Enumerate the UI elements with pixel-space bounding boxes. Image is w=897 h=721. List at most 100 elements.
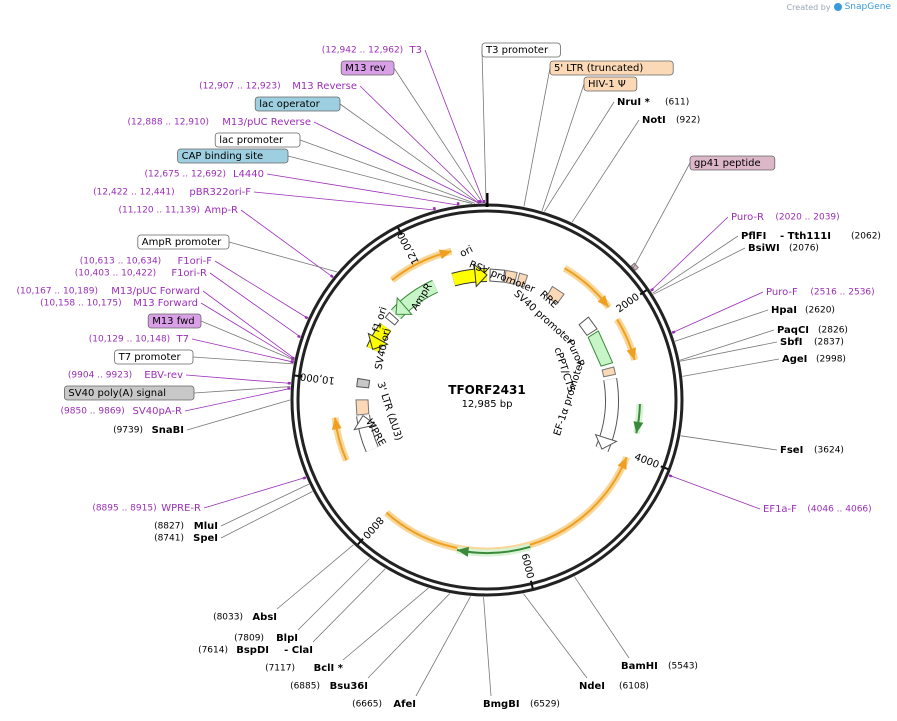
feature-tag <box>114 349 194 365</box>
primer-site-mark <box>329 274 334 279</box>
leader-line <box>680 435 778 451</box>
site-coordinates: (8827) <box>154 522 184 532</box>
leader-line <box>541 83 585 211</box>
primer-label: L4440 <box>233 169 264 180</box>
site-coordinates: (10,167 .. 10,189) <box>17 287 98 297</box>
snapgene-logo-icon <box>833 3 842 11</box>
primer-label: M13/pUC Reverse <box>222 117 311 128</box>
feature-tag <box>137 234 230 250</box>
leader-line <box>367 593 451 679</box>
tick-mark <box>529 580 534 589</box>
leader-line <box>312 568 386 643</box>
feature-1-head <box>395 296 413 315</box>
orf-3 <box>385 456 628 552</box>
primer-site-mark <box>304 315 309 320</box>
site-coordinates: (3624) <box>814 446 844 456</box>
leader-line <box>297 558 371 631</box>
leader-line <box>653 247 746 295</box>
site-coordinates: (9904 .. 9923) <box>68 371 132 381</box>
orf-2-head <box>626 347 636 361</box>
enzyme-site-label: PaqCI <box>777 325 809 336</box>
leader-line <box>313 121 479 204</box>
credit-text: Created by <box>786 2 831 12</box>
tick-label: 12,000 <box>396 230 422 266</box>
leader-line <box>192 356 294 365</box>
feature-tag-label: M13 fwd <box>152 316 194 327</box>
site-coordinates: (2826) <box>818 326 848 336</box>
site-coordinates: (10,158 .. 10,175) <box>40 299 121 309</box>
primer-label: T7 <box>176 334 189 345</box>
site-coordinates: (7809) <box>234 634 264 644</box>
site-coordinates: (2620) <box>805 306 835 316</box>
primer-site-mark <box>668 474 673 478</box>
primer-label: WPRE-R <box>161 503 201 514</box>
feature-7 <box>489 268 506 283</box>
primer-site-mark <box>671 330 676 334</box>
tick-label: 2000 <box>615 292 642 316</box>
site-coordinates: (2998) <box>816 355 846 365</box>
feature-15-head <box>594 433 618 450</box>
leader-line <box>191 338 294 363</box>
enzyme-site-label: SnaBI <box>152 425 184 436</box>
feature-12 <box>578 316 598 337</box>
leader-line <box>203 476 306 509</box>
site-coordinates: (12,888 .. 12,910) <box>128 118 209 128</box>
feature-tag-label: SV40 poly(A) signal <box>68 388 166 399</box>
site-coordinates: (6529) <box>530 700 560 710</box>
leader-line <box>523 67 551 207</box>
leader-line <box>571 119 640 223</box>
feature-tag <box>340 60 395 76</box>
feature-13 <box>587 330 614 367</box>
map-center: TFORF2431 12,985 bp <box>448 383 525 410</box>
feature-tag <box>254 96 341 112</box>
feature-tag <box>214 132 301 148</box>
enzyme-site-label: NotI <box>642 115 666 126</box>
primer-label: T3 <box>409 45 422 56</box>
leader-line <box>574 576 630 659</box>
primer-label: F1ori-R <box>171 268 207 279</box>
feature-tag <box>147 313 202 329</box>
leader-line <box>650 216 729 291</box>
primer-site-mark <box>290 360 294 364</box>
credit-line: Created by SnapGene <box>787 2 891 12</box>
feature-0-head <box>473 263 488 288</box>
leader-line <box>266 173 459 206</box>
feature-6-head <box>353 414 377 431</box>
leader-line <box>202 290 295 359</box>
primer-label: Amp-R <box>205 205 239 216</box>
site-coordinates: (7614) <box>198 646 228 656</box>
leader-line <box>682 358 780 377</box>
primer-label: EF1a-F <box>763 504 797 515</box>
leader-line <box>674 309 769 342</box>
credit-brand: SnapGene <box>844 2 891 12</box>
site-coordinates: (11,120 .. 11,139) <box>119 206 200 216</box>
orf-5-head <box>438 249 452 260</box>
leader-line <box>342 587 429 661</box>
enzyme-site-label: BclI * <box>314 663 344 674</box>
feature-tag <box>481 42 561 58</box>
site-coordinates: (2837) <box>814 338 844 348</box>
label-leaders <box>184 49 780 697</box>
feature-tag <box>689 155 776 171</box>
leader-line <box>415 596 471 697</box>
leader-line <box>220 491 313 539</box>
primer-site-mark <box>297 334 301 339</box>
primer-site-mark <box>650 287 655 292</box>
plasmid-name: TFORF2431 <box>448 383 525 397</box>
site-coordinates: (10,129 .. 10,148) <box>89 335 170 345</box>
leader-line <box>209 272 301 338</box>
tick-label: 10,000 <box>299 370 335 385</box>
feature-tag-label: 5' LTR (truncated) <box>554 63 643 74</box>
feature-14 <box>601 366 617 378</box>
feature-4 <box>356 377 371 389</box>
leader-line <box>240 209 334 278</box>
orf-arrows <box>331 247 644 557</box>
leader-line <box>276 544 354 610</box>
primer-label: pBR322ori-F <box>189 187 251 198</box>
site-coordinates: (9850 .. 9869) <box>61 407 125 417</box>
feature-10 <box>545 285 565 305</box>
enzyme-site-label: PflFI <box>741 231 766 242</box>
tick-mark <box>660 465 669 471</box>
tick-label: 6000 <box>519 553 536 580</box>
site-coordinates: (12,942 .. 12,962) <box>322 46 403 56</box>
